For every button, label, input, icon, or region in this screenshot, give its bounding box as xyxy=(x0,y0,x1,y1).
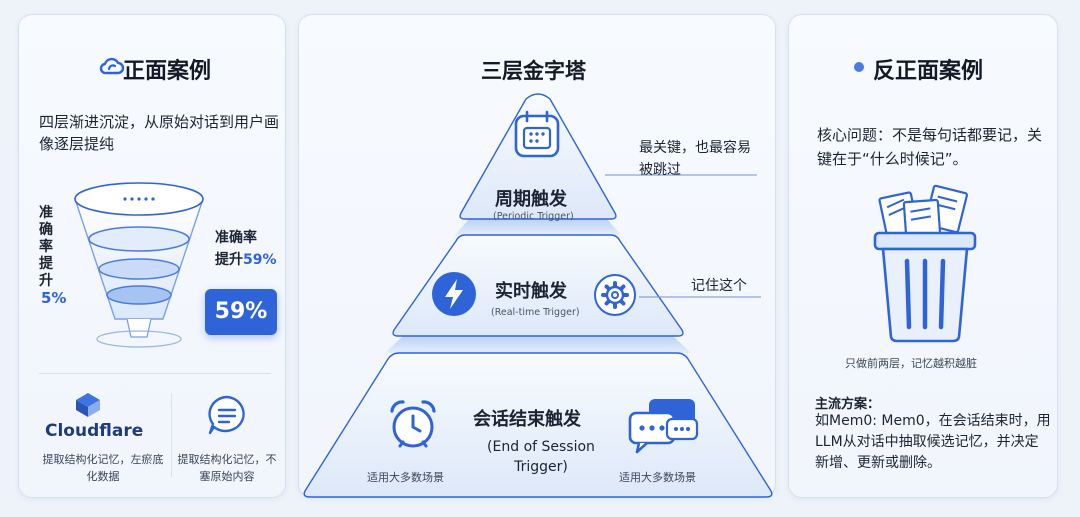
pyramid-gap-2 xyxy=(385,336,691,353)
tier-session-end-caption-left: 适用大多数场景 xyxy=(367,471,444,484)
accuracy-badge: 59% xyxy=(205,289,277,335)
chat-bubble-icon xyxy=(208,395,245,435)
tier-periodic-name: 周期触发 xyxy=(495,189,567,210)
mainstream-scheme-body: 如Mem0: Mem0，在会话结束时，用LLM从对话中抽取候选记忆，并决定新增、… xyxy=(815,413,1051,471)
pyramid-panel: 三层金字塔 周期触发 (Periodic Trigger) xyxy=(298,14,776,498)
pyramid-gap-1 xyxy=(455,219,621,235)
tier-realtime-english: (Real-time Trigger) xyxy=(491,307,580,318)
positive-case-description: 四层渐进沉淀，从原始对话到用户画像逐层提纯 xyxy=(39,113,280,153)
calendar-icon xyxy=(514,110,560,158)
tier-session-end-name: 会话结束触发 xyxy=(473,409,581,430)
pyramid-tier-bottom xyxy=(303,352,773,498)
gear-icon xyxy=(594,274,636,316)
funnel-icon xyxy=(74,182,204,348)
dot-icon xyxy=(854,62,864,72)
mainstream-scheme-label: 主流方案： xyxy=(815,397,881,412)
chat-bubbles-icon xyxy=(628,399,699,454)
tier-session-end-english: (End of Session Trigger) xyxy=(487,439,595,475)
tier-session-end-caption-right: 适用大多数场景 xyxy=(619,471,696,484)
lightning-icon xyxy=(432,272,476,316)
note-remember-this: 记住这个 xyxy=(691,278,747,294)
negative-case-title: 反正面案例 xyxy=(873,59,984,84)
cloudflare-logo-icon xyxy=(76,393,100,417)
positive-case-title: 正面案例 xyxy=(123,59,212,84)
note-most-critical: 最关键，也最容易被跳过 xyxy=(639,140,751,178)
accuracy-label: 准确率 xyxy=(215,230,257,246)
tier-realtime-name: 实时触发 xyxy=(495,281,567,302)
negative-case-panel: 反正面案例 核心问题：不是每句话都要记，关键在于“什么时候记”。 只做前两层，记… xyxy=(788,14,1058,498)
horizontal-divider xyxy=(39,373,271,374)
vertical-divider xyxy=(171,393,172,477)
trash-can-icon xyxy=(873,184,977,343)
chat-caption: 提取结构化记忆，不塞原始内容 xyxy=(177,453,277,483)
cloud-icon xyxy=(99,57,125,75)
accuracy-prefix: 提升 xyxy=(215,252,243,268)
positive-case-panel: 正面案例 四层渐进沉淀，从原始对话到用户画像逐层提纯 准确率提升 5% 准确率 … xyxy=(18,14,286,498)
alarm-clock-icon xyxy=(390,400,436,448)
pyramid-title: 三层金字塔 xyxy=(481,59,586,83)
negative-case-description: 核心问题：不是每句话都要记，关键在于“什么时候记”。 xyxy=(817,126,1043,168)
accuracy-vertical-label: 准确率提升 xyxy=(39,205,53,289)
cloudflare-caption: 提取结构化记忆，左瘀底化数据 xyxy=(42,453,164,483)
accuracy-value: 59% xyxy=(243,252,277,268)
tier-periodic-english: (Periodic Trigger) xyxy=(493,211,574,222)
trash-caption: 只做前两层，记忆越积越脏 xyxy=(845,357,977,370)
accuracy-vertical-percent: 5% xyxy=(41,289,67,307)
accuracy-label-block: 准确率 提升59% xyxy=(215,227,277,271)
cloudflare-brand-name: Cloudflare xyxy=(45,421,144,441)
